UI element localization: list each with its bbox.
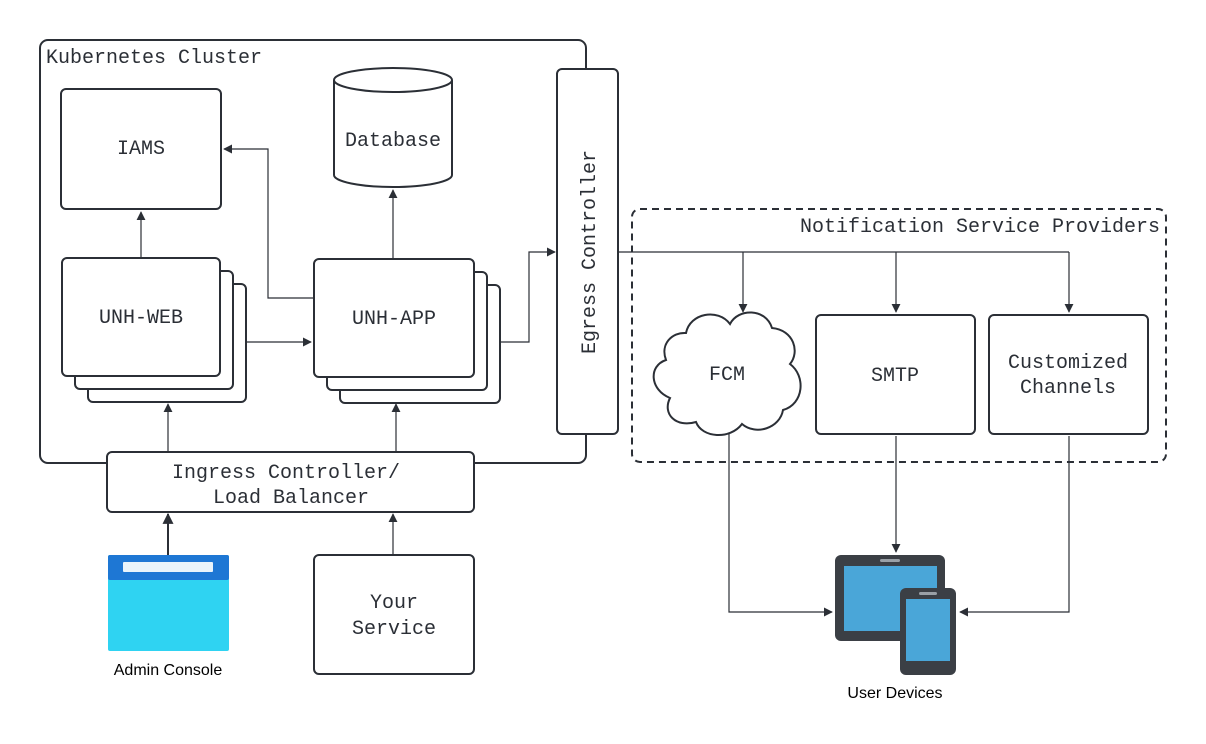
ingress-controller-node: Ingress Controller/ Load Balancer [106, 451, 475, 513]
iams-label: IAMS [117, 138, 165, 161]
unh-web-label: UNH-WEB [99, 307, 183, 330]
your-service-line2: Service [352, 618, 436, 641]
browser-window-icon [108, 555, 229, 651]
database-node: Database [333, 67, 453, 188]
cluster-label: Kubernetes Cluster [46, 47, 262, 70]
smtp-label: SMTP [871, 365, 919, 388]
customized-channels-node: Customized Channels [988, 314, 1149, 435]
tablet-phone-icon [835, 555, 956, 675]
iams-node: IAMS [60, 88, 222, 210]
custom-label-line1: Customized [1008, 352, 1128, 375]
unh-web-node: UNH-WEB [61, 257, 247, 403]
egress-label: Egress Controller [579, 150, 602, 354]
app-to-egress-arrow [501, 247, 556, 343]
user-devices-label: User Devices [847, 685, 942, 702]
custom-to-devices-arrow [959, 436, 1070, 617]
egress-controller-node: Egress Controller [556, 68, 619, 435]
fcm-label: FCM [709, 364, 745, 387]
unh-app-label: UNH-APP [352, 308, 436, 331]
your-service-node: Your Service [313, 554, 475, 675]
your-service-line1: Your [370, 592, 418, 615]
fcm-node: FCM [652, 311, 802, 437]
smtp-node: SMTP [815, 314, 976, 435]
notification-providers-group: Notification Service Providers [631, 208, 1167, 463]
database-label: Database [345, 130, 441, 153]
ingress-label-line1: Ingress Controller/ [172, 462, 400, 485]
unh-app-node: UNH-APP [313, 258, 501, 404]
admin-console-label: Admin Console [114, 662, 223, 679]
app-to-iams-arrow [223, 144, 313, 299]
providers-label: Notification Service Providers [800, 216, 1160, 239]
connectors [136, 144, 1074, 617]
fcm-to-devices-arrow [728, 430, 833, 617]
ingress-label-line2: Load Balancer [213, 487, 369, 510]
custom-label-line2: Channels [1020, 377, 1116, 400]
